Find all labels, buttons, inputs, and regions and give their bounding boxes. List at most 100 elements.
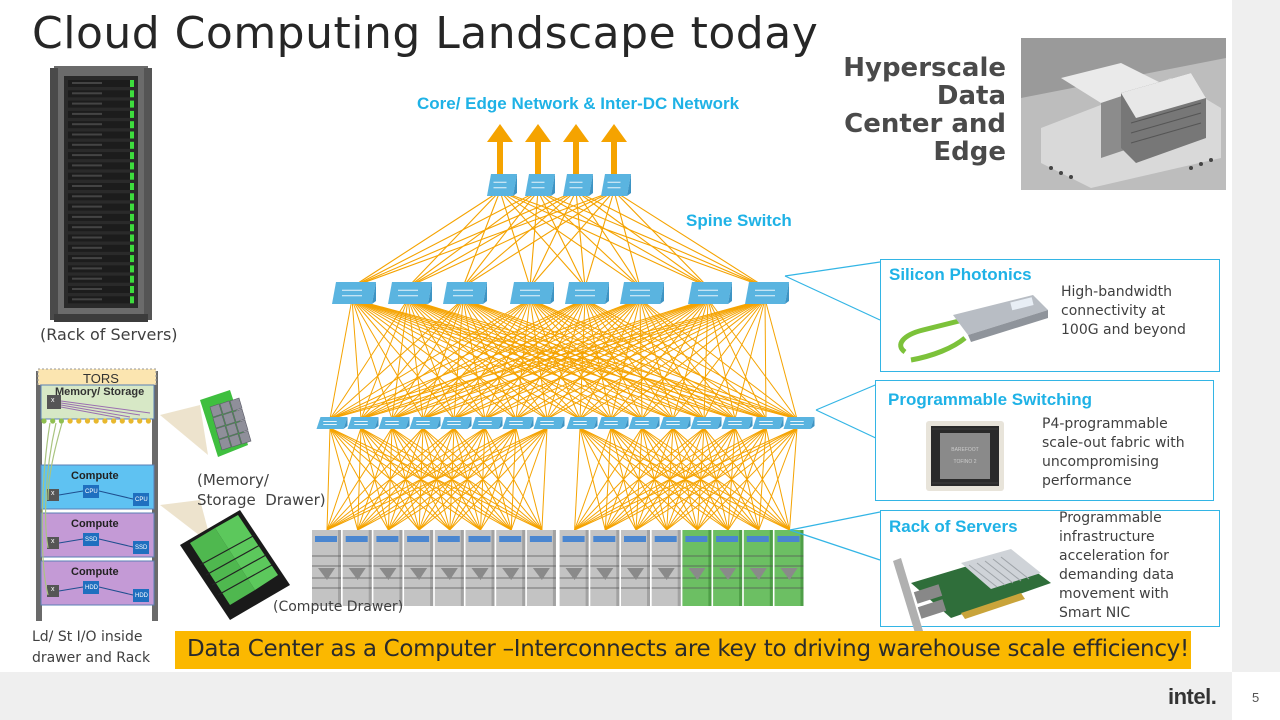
spine-leaf-link bbox=[462, 298, 767, 420]
core-spine-link bbox=[499, 190, 531, 288]
leaf-switch-icon bbox=[440, 417, 472, 429]
core-spine-link bbox=[462, 190, 577, 288]
leaf-switch-icon bbox=[566, 417, 598, 429]
spine-switch-icon bbox=[565, 282, 609, 304]
uplink-arrow-head bbox=[601, 124, 627, 142]
core-spine-link bbox=[407, 190, 615, 288]
desc-line: High-bandwidth bbox=[1061, 284, 1173, 300]
spine-leaf-link bbox=[453, 298, 709, 420]
leaf-server-link bbox=[326, 427, 393, 531]
leaf-server-link bbox=[758, 427, 798, 531]
switch-glyph-1: x bbox=[51, 397, 55, 404]
spine-leaf-link bbox=[407, 298, 548, 420]
memory-drawer-caption-line-1: (Memory/ bbox=[197, 471, 269, 489]
spine-leaf-link bbox=[407, 298, 674, 420]
core-spine-link bbox=[537, 190, 641, 288]
key-message-banner: Data Center as a Computer –Interconnects… bbox=[175, 631, 1191, 669]
server-drawer-icon bbox=[373, 530, 403, 606]
desc-line: 100G and beyond bbox=[1061, 322, 1186, 338]
part-label-ssd-2: SSD bbox=[135, 545, 148, 551]
rack-schematic bbox=[36, 368, 158, 621]
uplink-arrow-head bbox=[487, 124, 513, 142]
spine-leaf-link bbox=[453, 298, 766, 420]
leaf-server-link bbox=[697, 427, 798, 531]
spine-leaf-link bbox=[391, 298, 531, 420]
memory-drawer-caption: (Memory/ Storage Drawer) bbox=[197, 470, 326, 510]
leaf-switch-icon bbox=[378, 417, 410, 429]
spine-leaf-link bbox=[407, 298, 705, 420]
spine-leaf-link bbox=[391, 298, 586, 420]
spine-leaf-link bbox=[529, 298, 674, 420]
leaf-switch-icon bbox=[471, 417, 503, 429]
leaf-server-link bbox=[326, 427, 517, 531]
core-switch-icon bbox=[525, 174, 555, 196]
server-drawer-icon bbox=[496, 530, 526, 606]
spine-switch-icon bbox=[443, 282, 487, 304]
core-network-label: Core/ Edge Network & Inter-DC Network bbox=[417, 94, 740, 113]
spine-leaf-link bbox=[391, 298, 766, 420]
desc-line: Programmable bbox=[1059, 510, 1162, 526]
spine-leaf-link bbox=[462, 298, 643, 420]
part-label-cpu-1: CPU bbox=[85, 489, 98, 495]
spine-leaf-link bbox=[422, 298, 641, 420]
spine-leaf-link bbox=[351, 298, 362, 420]
core-spine-link bbox=[613, 190, 766, 288]
spine-leaf-link bbox=[764, 298, 798, 420]
slide-footer bbox=[0, 672, 1232, 720]
server-drawer-icon bbox=[621, 530, 650, 606]
uplink-arrow-shaft bbox=[611, 140, 617, 176]
banner-text: Data Center as a Computer –Interconnects… bbox=[187, 636, 1189, 662]
core-switch-icon bbox=[601, 174, 631, 196]
core-spine-link bbox=[529, 190, 577, 288]
spine-switch-label: Spine Switch bbox=[686, 211, 792, 230]
spine-leaf-link bbox=[329, 298, 409, 420]
spine-leaf-link bbox=[391, 298, 409, 420]
core-spine-link bbox=[351, 190, 615, 288]
leaf-switch-icon bbox=[783, 417, 815, 429]
spine-leaf-link bbox=[546, 298, 766, 420]
uplink-arrow-head bbox=[563, 124, 589, 142]
spine-switch-icon bbox=[745, 282, 789, 304]
uplink-arrow-shaft bbox=[535, 140, 541, 176]
core-spine-link bbox=[407, 190, 501, 288]
leaf-switch-icon bbox=[597, 417, 629, 429]
callout-title: Silicon Photonics bbox=[889, 265, 1032, 284]
spine-leaf-link bbox=[407, 298, 643, 420]
leaf-server-link bbox=[480, 427, 548, 531]
spine-leaf-link bbox=[579, 298, 586, 420]
drawer-label-compute-3: Compute bbox=[71, 566, 119, 578]
spine-leaf-link bbox=[529, 298, 581, 420]
spine-leaf-link bbox=[360, 298, 531, 420]
part-label-hdd-2: HDD bbox=[135, 593, 148, 599]
smart-nic-card-icon bbox=[893, 549, 1051, 633]
callout-description: Programmable infrastructure acceleration… bbox=[1059, 509, 1174, 623]
core-spine-link bbox=[351, 190, 539, 288]
spine-leaf-link bbox=[515, 298, 531, 420]
spine-leaf-link bbox=[579, 298, 709, 420]
server-drawer-icon bbox=[651, 530, 681, 606]
spine-leaf-link bbox=[462, 298, 705, 420]
callout-description: High-bandwidth connectivity at 100G and … bbox=[1061, 283, 1186, 340]
intel-logo: intel. bbox=[1168, 684, 1217, 709]
leaf-server-link bbox=[789, 427, 798, 531]
hyperscale-line-1: Hyperscale Data bbox=[843, 53, 1006, 111]
leaf-server-link bbox=[326, 427, 486, 531]
core-spine-link bbox=[499, 190, 586, 288]
spine-leaf-link bbox=[360, 298, 409, 420]
core-spine-link bbox=[499, 190, 709, 288]
core-spine-link bbox=[537, 190, 766, 288]
spine-leaf-link bbox=[422, 298, 709, 420]
leaf-switch-icon bbox=[690, 417, 722, 429]
spine-leaf-link bbox=[351, 298, 424, 420]
drawer-label-compute-1: Compute bbox=[71, 470, 119, 482]
spine-leaf-link bbox=[351, 298, 581, 420]
core-spine-link bbox=[529, 190, 615, 288]
leaf-switch-icon bbox=[502, 417, 534, 429]
spine-leaf-link bbox=[407, 298, 612, 420]
leaf-server-link bbox=[574, 427, 767, 531]
leaf-switch-icon bbox=[752, 417, 784, 429]
leaf-server-link bbox=[727, 427, 798, 531]
part-label-hdd-1: HDD bbox=[85, 585, 98, 591]
callout-connectors bbox=[784, 261, 881, 561]
server-drawer-icon bbox=[713, 530, 743, 606]
